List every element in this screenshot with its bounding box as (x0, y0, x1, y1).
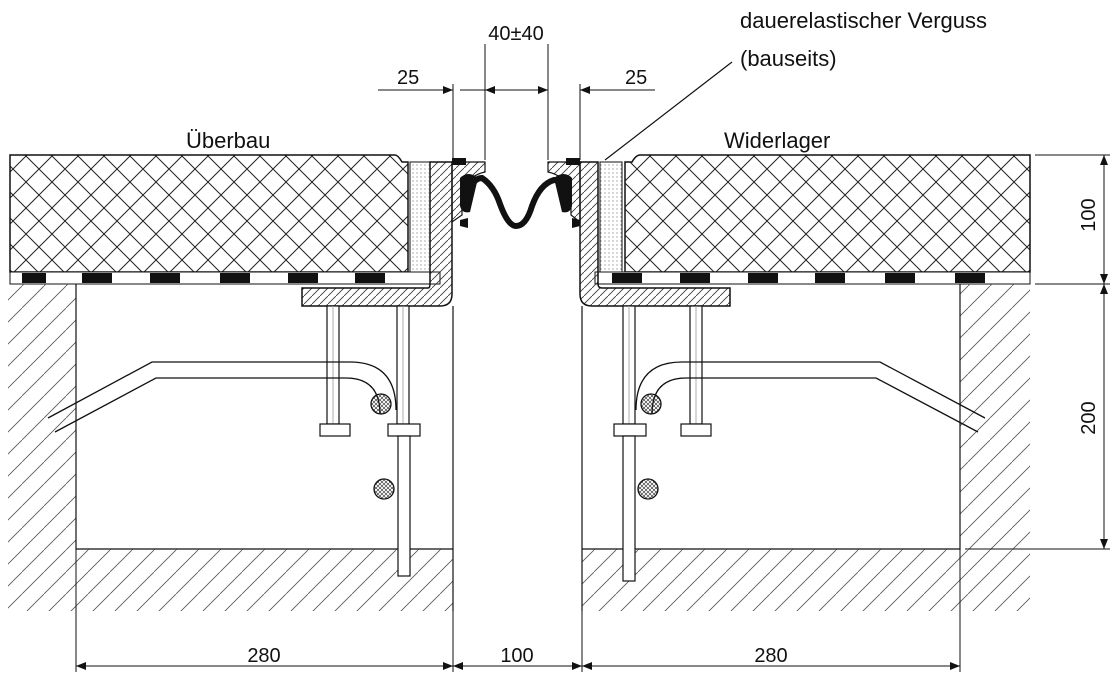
dimension-height-top: 100 (1035, 154, 1110, 285)
dimension-height-lower: 200 (965, 284, 1110, 550)
dimension-right-edge: 25 (579, 67, 655, 160)
sealant-leader-line (604, 61, 733, 161)
dimension-bottom-right-label: 280 (754, 645, 787, 667)
rebar-section-right-lower (637, 478, 659, 500)
elastomer-seal (463, 174, 569, 230)
seal-right-bulb (554, 174, 572, 213)
left-waterproofing-strip (9, 271, 441, 285)
right-sealant-fill (599, 161, 623, 273)
right-anchor-bolts (613, 305, 712, 582)
right-steel-angle (579, 161, 731, 307)
dimension-gap-label: 40±40 (488, 23, 543, 45)
sealant-note-line2: (bauseits) (740, 46, 837, 71)
dimension-height-lower-label: 200 (1078, 401, 1100, 434)
dimension-bottom-row: 280 100 280 (75, 549, 961, 672)
dimension-gap-top: 40±40 (484, 23, 549, 160)
dimension-bottom-left-label: 280 (247, 645, 280, 667)
left-substructure (8, 284, 453, 611)
rebar-section-right-upper (640, 393, 662, 415)
rebar-section-left-lower (373, 478, 395, 500)
sealant-note-line1: dauerelastischer Verguss (740, 8, 987, 33)
dimension-bottom-mid-label: 100 (500, 645, 533, 667)
left-deck-slab (9, 154, 409, 273)
left-sealant-fill (409, 161, 431, 273)
dimension-left-edge-label: 25 (397, 67, 419, 89)
superstructure-label: Überbau (186, 128, 270, 153)
dimension-left-edge: 25 (378, 67, 485, 160)
dimension-right-edge-label: 25 (625, 67, 647, 89)
right-deck-slab (624, 154, 1031, 273)
abutment-label: Widerlager (724, 128, 830, 153)
right-bent-rebar (635, 361, 986, 433)
right-substructure (582, 284, 1030, 611)
rebar-section-left-upper (370, 393, 392, 415)
right-waterproofing-strip (594, 271, 1031, 285)
left-bent-rebar (47, 361, 397, 433)
dimension-height-top-label: 100 (1078, 198, 1100, 231)
left-anchor-bolts (319, 305, 421, 577)
left-steel-angle (301, 161, 453, 307)
seal-left-bulb (460, 174, 478, 213)
